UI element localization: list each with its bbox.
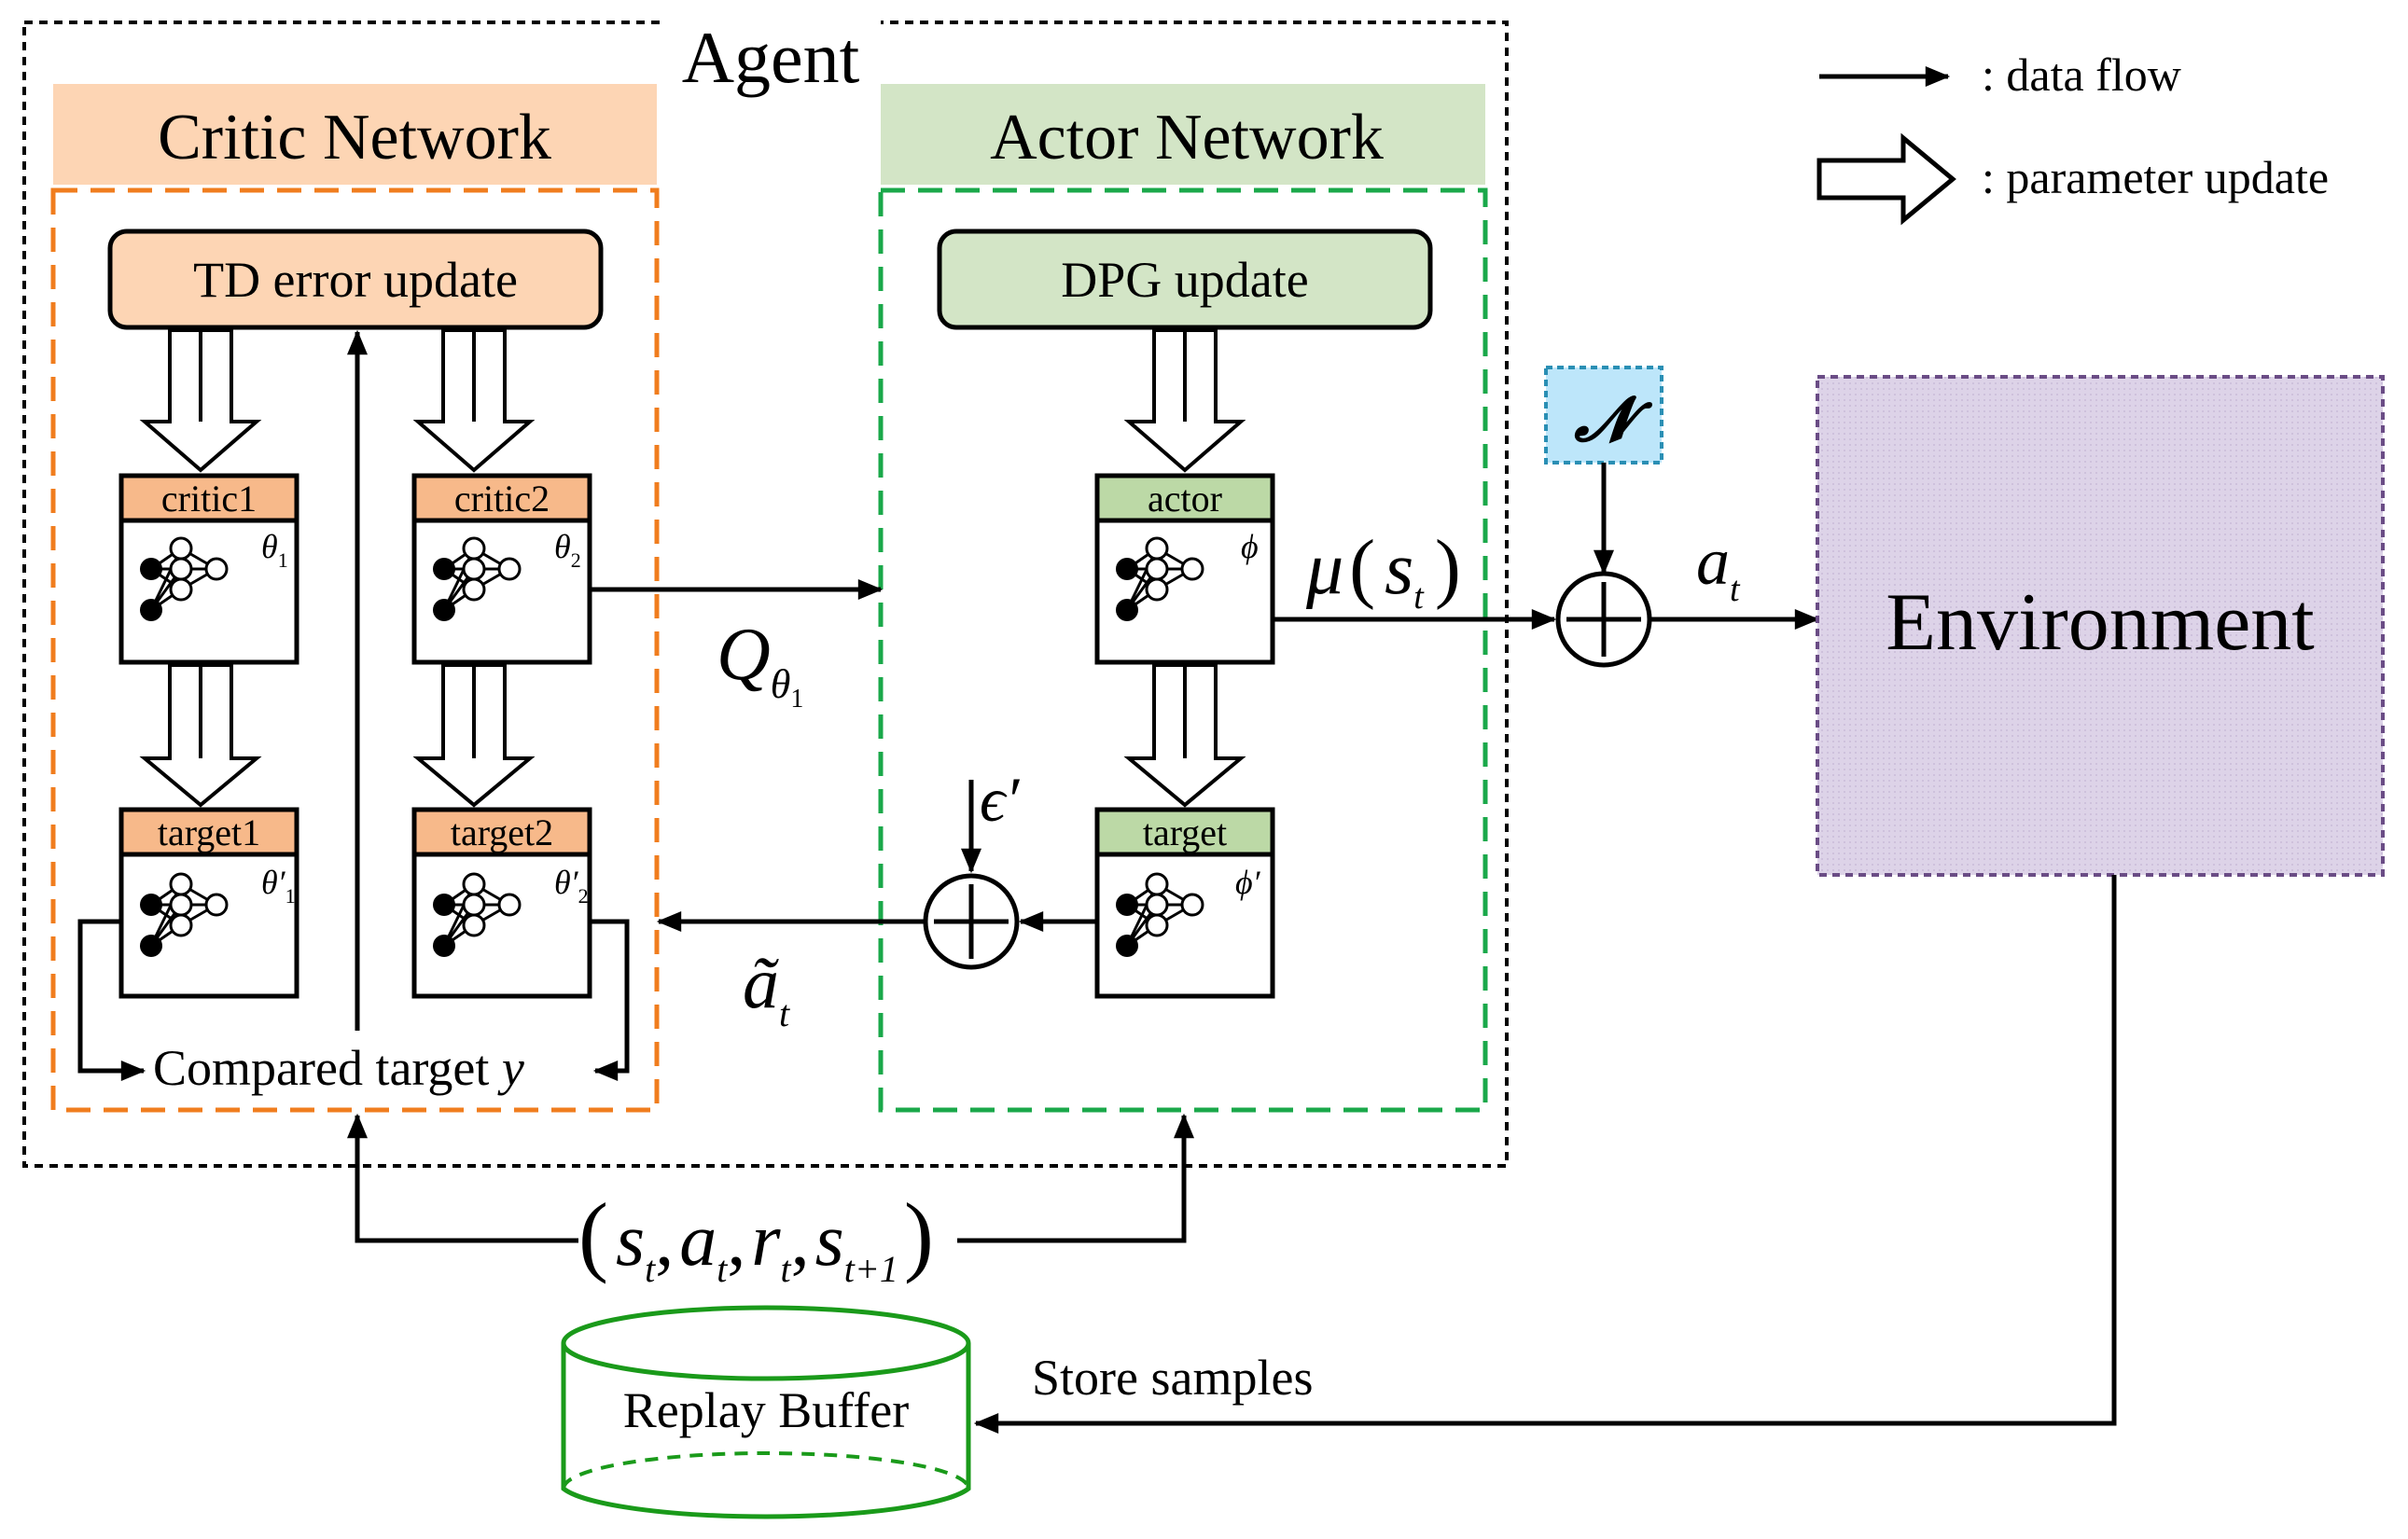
actor-block: actor ϕ — [1094, 473, 1275, 665]
target1-to-compared-arrow — [77, 919, 146, 1081]
critic1-block: critic1 θ1 — [118, 473, 299, 665]
actor-target-block: target ϕ′ — [1094, 807, 1275, 999]
tuple-a-sub: t — [717, 1248, 728, 1290]
sample-to-actor-arrow — [957, 1113, 1194, 1243]
environment-box — [1816, 375, 2385, 877]
critic-header — [53, 84, 657, 185]
critic2-param-update-arrow — [416, 328, 532, 472]
tuple-r: r — [751, 1199, 781, 1282]
action-label: at — [1696, 524, 1741, 609]
mu-symbol: μ — [1305, 528, 1343, 610]
noisy-action-label: ãt — [743, 942, 790, 1034]
q-value-symbol: Q — [717, 614, 771, 696]
svg-text:θ′2: θ′2 — [554, 864, 589, 908]
replay-buffer: Replay Buffer — [561, 1305, 971, 1519]
target2-param-sub: 2 — [578, 884, 589, 908]
tuple-close-paren: ) — [904, 1185, 934, 1284]
target2-param: θ′ — [554, 864, 579, 901]
epsilon-label: ϵ′ — [980, 764, 1020, 835]
svg-text:θ1: θ1 — [261, 528, 288, 572]
actor-param: ϕ — [1241, 528, 1259, 565]
tuple-open-paren: ( — [578, 1185, 608, 1284]
actor-label: actor — [1148, 478, 1222, 520]
critic2-param-sub: 2 — [571, 548, 581, 572]
mu-close-paren: ) — [1435, 524, 1461, 611]
target1-param: θ′ — [261, 864, 286, 901]
tuple-comma-2: , — [727, 1199, 745, 1282]
q-value-label: Qθ1 — [717, 614, 803, 714]
legend-parameter-update-label: : parameter update — [1982, 151, 2329, 203]
actor-target-label: target — [1143, 811, 1227, 853]
noisy-action-symbol: ã — [743, 942, 779, 1023]
critic1-param: θ — [261, 528, 278, 565]
tuple-comma-1: , — [655, 1199, 674, 1282]
critic2-soft-update-arrow — [416, 663, 532, 807]
target1-label: target1 — [158, 811, 260, 853]
store-samples-label: Store samples — [1032, 1350, 1313, 1406]
critic2-block: critic2 θ2 — [411, 473, 592, 665]
critic-header-label: Critic Network — [158, 102, 551, 173]
actor-header-label: Actor Network — [990, 102, 1384, 173]
actor-header — [881, 84, 1485, 185]
legend-data-flow-label: : data flow — [1982, 49, 2181, 101]
critic1-param-sub: 1 — [278, 548, 288, 572]
svg-text:θ2: θ2 — [554, 528, 581, 572]
compared-target-text: Compared target — [153, 1040, 502, 1096]
critic1-param-update-arrow — [143, 328, 258, 472]
target2-block: target2 θ′2 — [411, 807, 592, 999]
actor-target-param: ϕ′ — [1235, 864, 1261, 901]
noise-box — [1544, 366, 1663, 464]
sample-to-critic-arrow — [347, 1113, 578, 1243]
q-value-sub: θ — [771, 661, 791, 707]
target1-block: target1 θ′1 — [118, 807, 299, 999]
target1-param-sub: 1 — [285, 884, 296, 908]
tuple-s-sub: t — [645, 1248, 656, 1290]
environment-label: Environment — [1886, 577, 2314, 668]
critic2-param: θ — [554, 528, 571, 565]
q-value-subsub: 1 — [790, 685, 803, 714]
noisy-action-sub: t — [779, 992, 790, 1034]
compared-target-label: Compared target y — [153, 1040, 524, 1096]
tuple-r-sub: t — [781, 1248, 792, 1290]
mu-label: μ(st) — [1305, 524, 1461, 617]
action-symbol: a — [1696, 524, 1730, 599]
actor-soft-update-arrow — [1127, 663, 1243, 807]
critic2-label: critic2 — [454, 478, 550, 520]
mu-arg: s — [1385, 528, 1413, 610]
mu-arg-sub: t — [1413, 577, 1425, 617]
svg-text:θ′1: θ′1 — [261, 864, 296, 908]
tuple-comma-3: , — [791, 1199, 810, 1282]
dpg-update-label: DPG update — [1061, 252, 1308, 308]
tuple-s2-sub: t+1 — [844, 1248, 898, 1290]
compared-target-var: y — [497, 1040, 524, 1096]
replay-buffer-label: Replay Buffer — [623, 1382, 909, 1438]
tuple-s: s — [616, 1199, 645, 1282]
td-error-update-box — [107, 229, 604, 330]
store-samples-arrow — [973, 875, 2117, 1434]
tuple-s2: s — [815, 1199, 844, 1282]
tuple-a: a — [679, 1199, 717, 1282]
actor-param-update-arrow — [1127, 328, 1243, 472]
target2-to-compared-arrow — [590, 919, 630, 1081]
actor-network-boundary — [878, 187, 1488, 1113]
mu-open-paren: ( — [1349, 524, 1375, 611]
critic1-label: critic1 — [161, 478, 257, 520]
td-error-update-label: TD error update — [193, 252, 518, 308]
target2-label: target2 — [451, 811, 553, 853]
dpg-update-box — [937, 229, 1433, 330]
legend-parameter-update-arrow — [1816, 132, 1956, 226]
transition-tuple: (st,at,rt,st+1) — [578, 1185, 934, 1290]
agent-title: Agent — [682, 17, 860, 98]
action-sub: t — [1730, 570, 1741, 609]
agent-boundary — [22, 21, 1509, 1168]
critic-network-boundary — [50, 187, 660, 1113]
critic1-soft-update-arrow — [143, 663, 258, 807]
